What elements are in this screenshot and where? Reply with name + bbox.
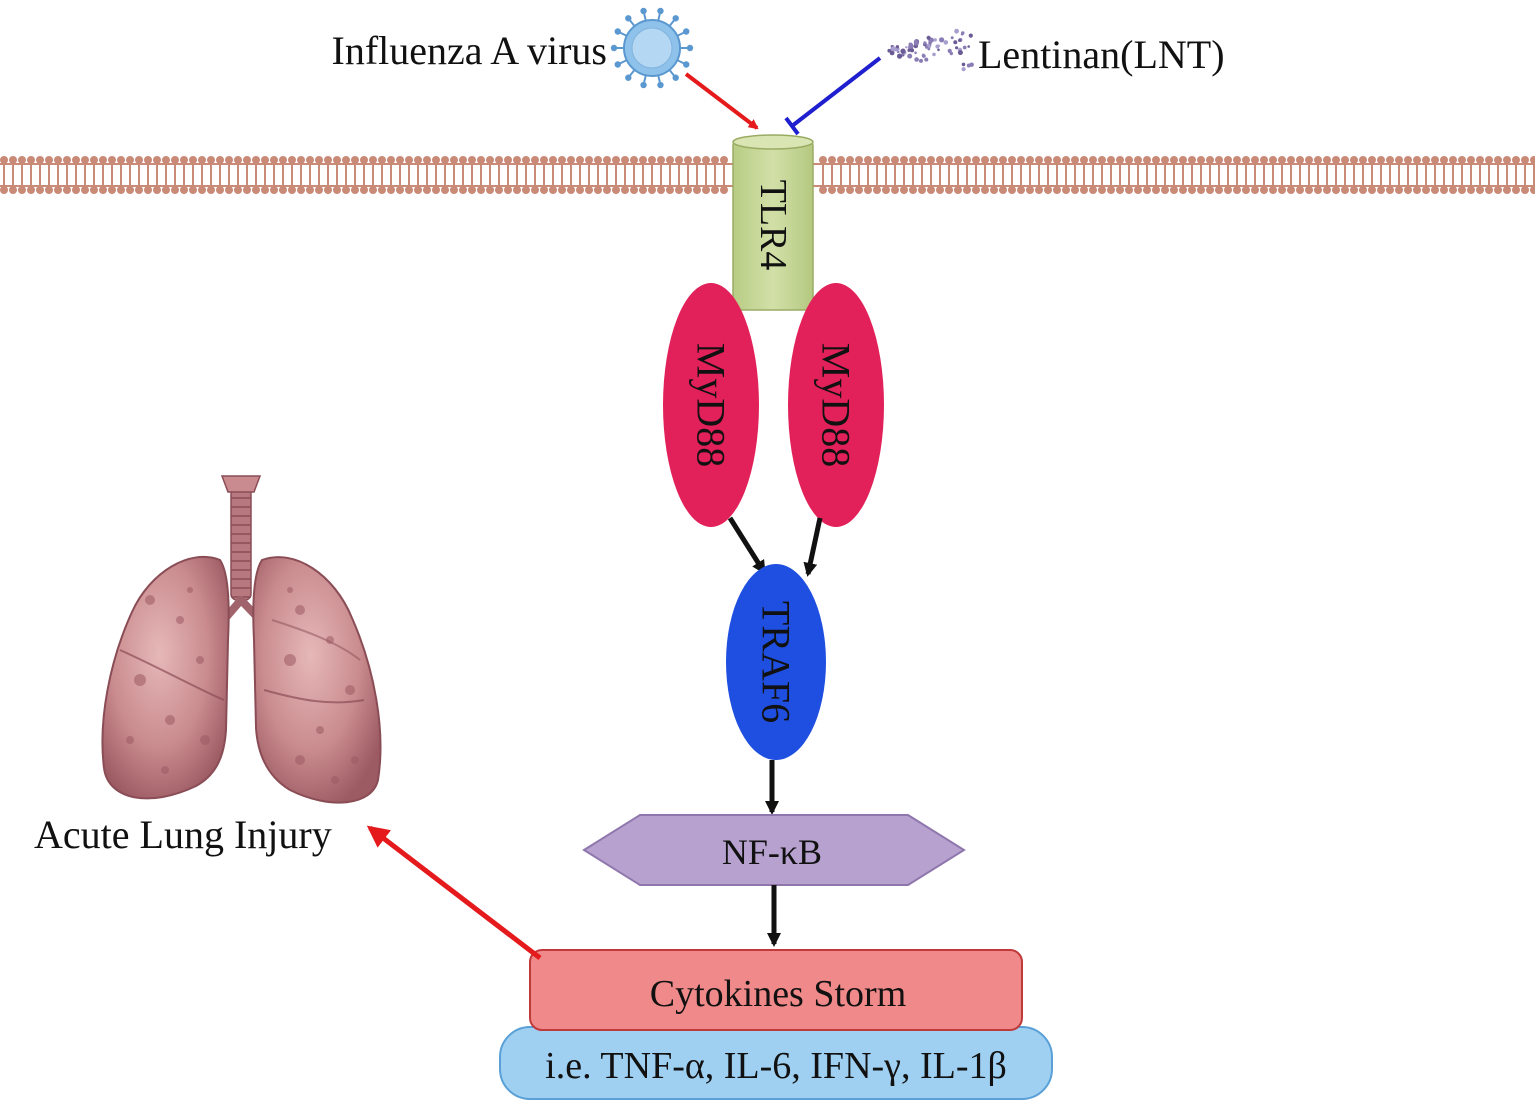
myd88-right-label: MyD88 xyxy=(814,343,859,467)
cytokines-to-lung-injury-arrow xyxy=(366,825,542,960)
myd88-right: MyD88 xyxy=(788,283,884,527)
cytokines-storm-label: Cytokines Storm xyxy=(650,973,907,1015)
cytokines-storm-box: Cytokines Storm xyxy=(529,949,1023,1031)
lentinan-label: Lentinan(LNT) xyxy=(978,32,1225,77)
virus-label: Influenza A virus xyxy=(332,28,608,73)
tlr4-label: TLR4 xyxy=(752,180,794,271)
cytokine-examples-label: i.e. TNF-α, IL-6, IFN-γ, IL-1β xyxy=(545,1045,1007,1087)
lentinan-particles-icon xyxy=(887,28,974,72)
lungs-illustration xyxy=(101,475,382,804)
myd88-left: MyD88 xyxy=(663,283,759,527)
virus-activates-tlr4-arrow xyxy=(684,72,759,130)
influenza-virus-icon xyxy=(610,7,694,89)
traf6: TRAF6 xyxy=(726,564,826,760)
cytokine-examples-box: i.e. TNF-α, IL-6, IFN-γ, IL-1β xyxy=(499,1026,1053,1100)
nfkb: NF-κB xyxy=(582,814,966,886)
myd88-left-to-traf6-arrow xyxy=(727,516,767,575)
cell-membrane xyxy=(0,156,1535,194)
traf6-label: TRAF6 xyxy=(754,601,799,723)
myd88-left-label: MyD88 xyxy=(689,343,734,467)
lentinan-inhibits-tlr4 xyxy=(784,56,882,136)
nfkb-label: NF-κB xyxy=(722,832,822,872)
tlr4-receptor: TLR4 xyxy=(732,134,814,311)
myd88-right-to-traf6-arrow xyxy=(803,517,823,577)
acute-lung-injury-label: Acute Lung Injury xyxy=(34,812,332,857)
